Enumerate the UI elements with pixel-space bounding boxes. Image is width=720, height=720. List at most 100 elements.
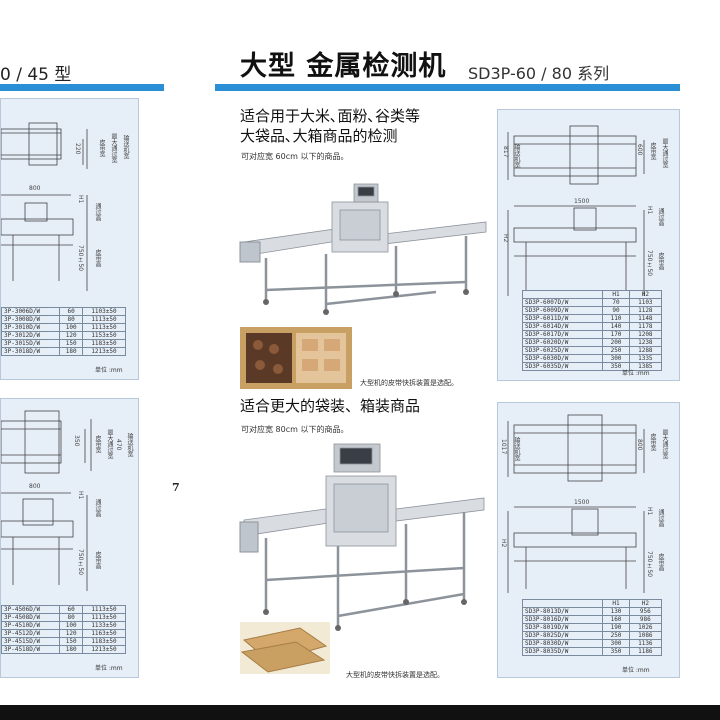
table-cell: SD3P-6035D/W: [521, 362, 604, 371]
table-cell: 3P-3006D/W: [0, 307, 61, 316]
unit-label: 单位 :mm: [95, 665, 123, 672]
table-cell: SD3P-6025D/W: [521, 346, 604, 355]
table-cell: 1183±50: [81, 637, 127, 646]
label-max-pass-width: 最大通过宽: [106, 429, 113, 459]
table-cell: H1: [602, 599, 630, 608]
table-cell: 1213±50: [81, 645, 127, 654]
table-cell: 120: [59, 331, 83, 340]
table-cell: SD3P-6017D/W: [521, 330, 604, 339]
table-cell: SD3P-8035D/W: [521, 647, 604, 656]
machine-photo-60: [236, 180, 488, 326]
label-pass-height: 通过高: [94, 203, 101, 221]
right-accent-bar: [215, 84, 680, 91]
label-belt-height: 皮带高: [94, 551, 101, 569]
table-cell: 3P-3012D/W: [0, 331, 61, 340]
dim-conveyor: 817: [502, 146, 509, 158]
table-cell: 250: [602, 346, 630, 355]
table-cell: SD3P-6007D/W: [521, 298, 604, 307]
table-cell: 160: [602, 615, 630, 624]
series-label: SD3P-60 / 80 系列: [468, 64, 610, 83]
table-cell: SD3P-6009D/W: [521, 306, 604, 315]
table-cell: 3P-4506D/W: [0, 605, 61, 614]
unit-label: 单位 :mm: [622, 370, 650, 377]
table-cell: 170: [602, 330, 630, 339]
table-cell: H2: [628, 290, 663, 299]
table-cell: 80: [59, 315, 83, 324]
right-bottom-drawing-panel: 1017 输送机宽 800 皮带宽 最大通过宽 1500 H1 通过高 H2 7…: [497, 402, 680, 678]
table-cell: 956: [628, 607, 663, 616]
table-cell: 130: [602, 607, 630, 616]
table-cell: 1186: [628, 647, 663, 656]
table-cell: 110: [602, 314, 630, 323]
table-cell: 1128: [628, 306, 663, 315]
label-max-pass-width: 最大通过宽: [661, 429, 668, 459]
table-cell: SD3P-6014D/W: [521, 322, 604, 331]
page-title: 大型 金属检测机: [240, 51, 447, 82]
unit-label: 单位 :mm: [622, 667, 650, 674]
dim-h1: H1: [646, 507, 653, 516]
machine-drawing-top-view: [1, 122, 88, 291]
table-cell: 1113±50: [81, 605, 127, 614]
table-cell: 3P-4518D/W: [0, 645, 61, 654]
page-number: 7: [172, 481, 180, 494]
food-tray-photo: [240, 327, 352, 389]
table-cell: 1153±50: [81, 331, 127, 340]
table-cell: SD3P-8025D/W: [521, 631, 604, 640]
table-cell: 200: [602, 338, 630, 347]
dim-h2: H2: [502, 234, 509, 243]
table-cell: 120: [59, 629, 83, 638]
table-cell: 3P-3008D/W: [0, 315, 61, 324]
table-cell: 350: [602, 647, 630, 656]
table-cell: 180: [59, 645, 83, 654]
machine-photo-80: [238, 440, 488, 642]
label-belt-height: 皮带高: [657, 553, 664, 571]
table-cell: 1183±50: [81, 339, 127, 348]
table-cell: SD3P-8030D/W: [521, 639, 604, 648]
label-belt-width: 皮带宽: [649, 433, 656, 451]
dim-width: 800: [29, 185, 41, 192]
dim-length: 1500: [574, 499, 590, 506]
table-cell: 300: [602, 354, 630, 363]
machine-drawing-60-view: [507, 125, 645, 296]
table-cell: [521, 290, 604, 299]
table-cell: 3P-3018D/W: [0, 347, 61, 356]
dim-h1: H1: [77, 195, 84, 204]
section80-heading: 适合更大的袋装、箱装商品: [240, 397, 421, 415]
table-cell: 1238: [628, 338, 663, 347]
table-cell: 3P-3010D/W: [0, 323, 61, 332]
label-conveyor-width: 输送机宽: [122, 135, 129, 159]
table-cell: 1113±50: [81, 613, 127, 622]
table-cell: 3P-4510D/W: [0, 621, 61, 630]
dim-length: 1500: [574, 198, 590, 205]
table-cell: 1133±50: [81, 621, 127, 630]
table-cell: SD3P-6020D/W: [521, 338, 604, 347]
table-cell: 3P-4512D/W: [0, 629, 61, 638]
table-cell: 1213±50: [81, 347, 127, 356]
label-conveyor-width: 输送机宽: [513, 144, 520, 168]
section60-heading-line2: 大袋品､大箱商品的检测: [240, 127, 398, 145]
table-cell: 150: [59, 637, 83, 646]
table-cell: 60: [59, 307, 83, 316]
label-pass-height: 通过高: [657, 208, 664, 226]
label-belt-height: 皮带高: [657, 252, 664, 270]
table-cell: 180: [59, 347, 83, 356]
table-cell: 3P-4508D/W: [0, 613, 61, 622]
machine-drawing-45-view: [1, 410, 92, 591]
